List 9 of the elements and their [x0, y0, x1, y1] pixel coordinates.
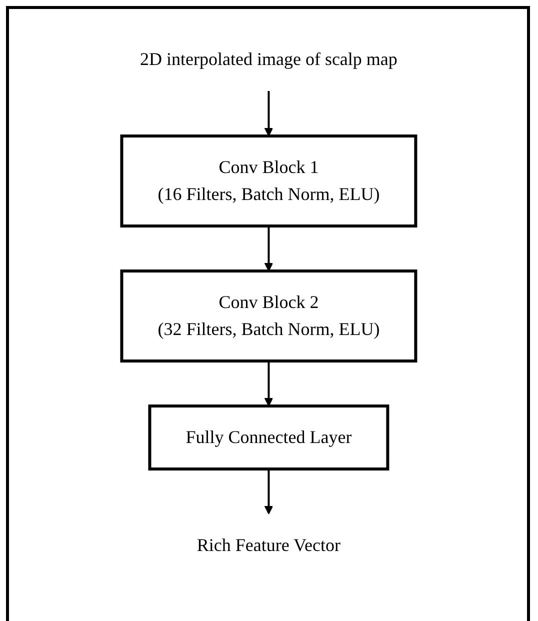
node-box: Fully Connected Layer	[148, 404, 390, 470]
arrow	[264, 469, 274, 514]
node-box: Conv Block 1 (16 Filters, Batch Norm, ELU)	[120, 134, 418, 228]
arrow	[264, 91, 274, 136]
node-text: Rich Feature Vector	[197, 535, 341, 555]
node-text: 2D interpolated image of scalp map	[140, 49, 398, 69]
node-box: Conv Block 2 (32 Filters, Batch Norm, ELU)	[120, 270, 418, 362]
arrow	[264, 226, 274, 272]
arrow	[264, 361, 274, 406]
